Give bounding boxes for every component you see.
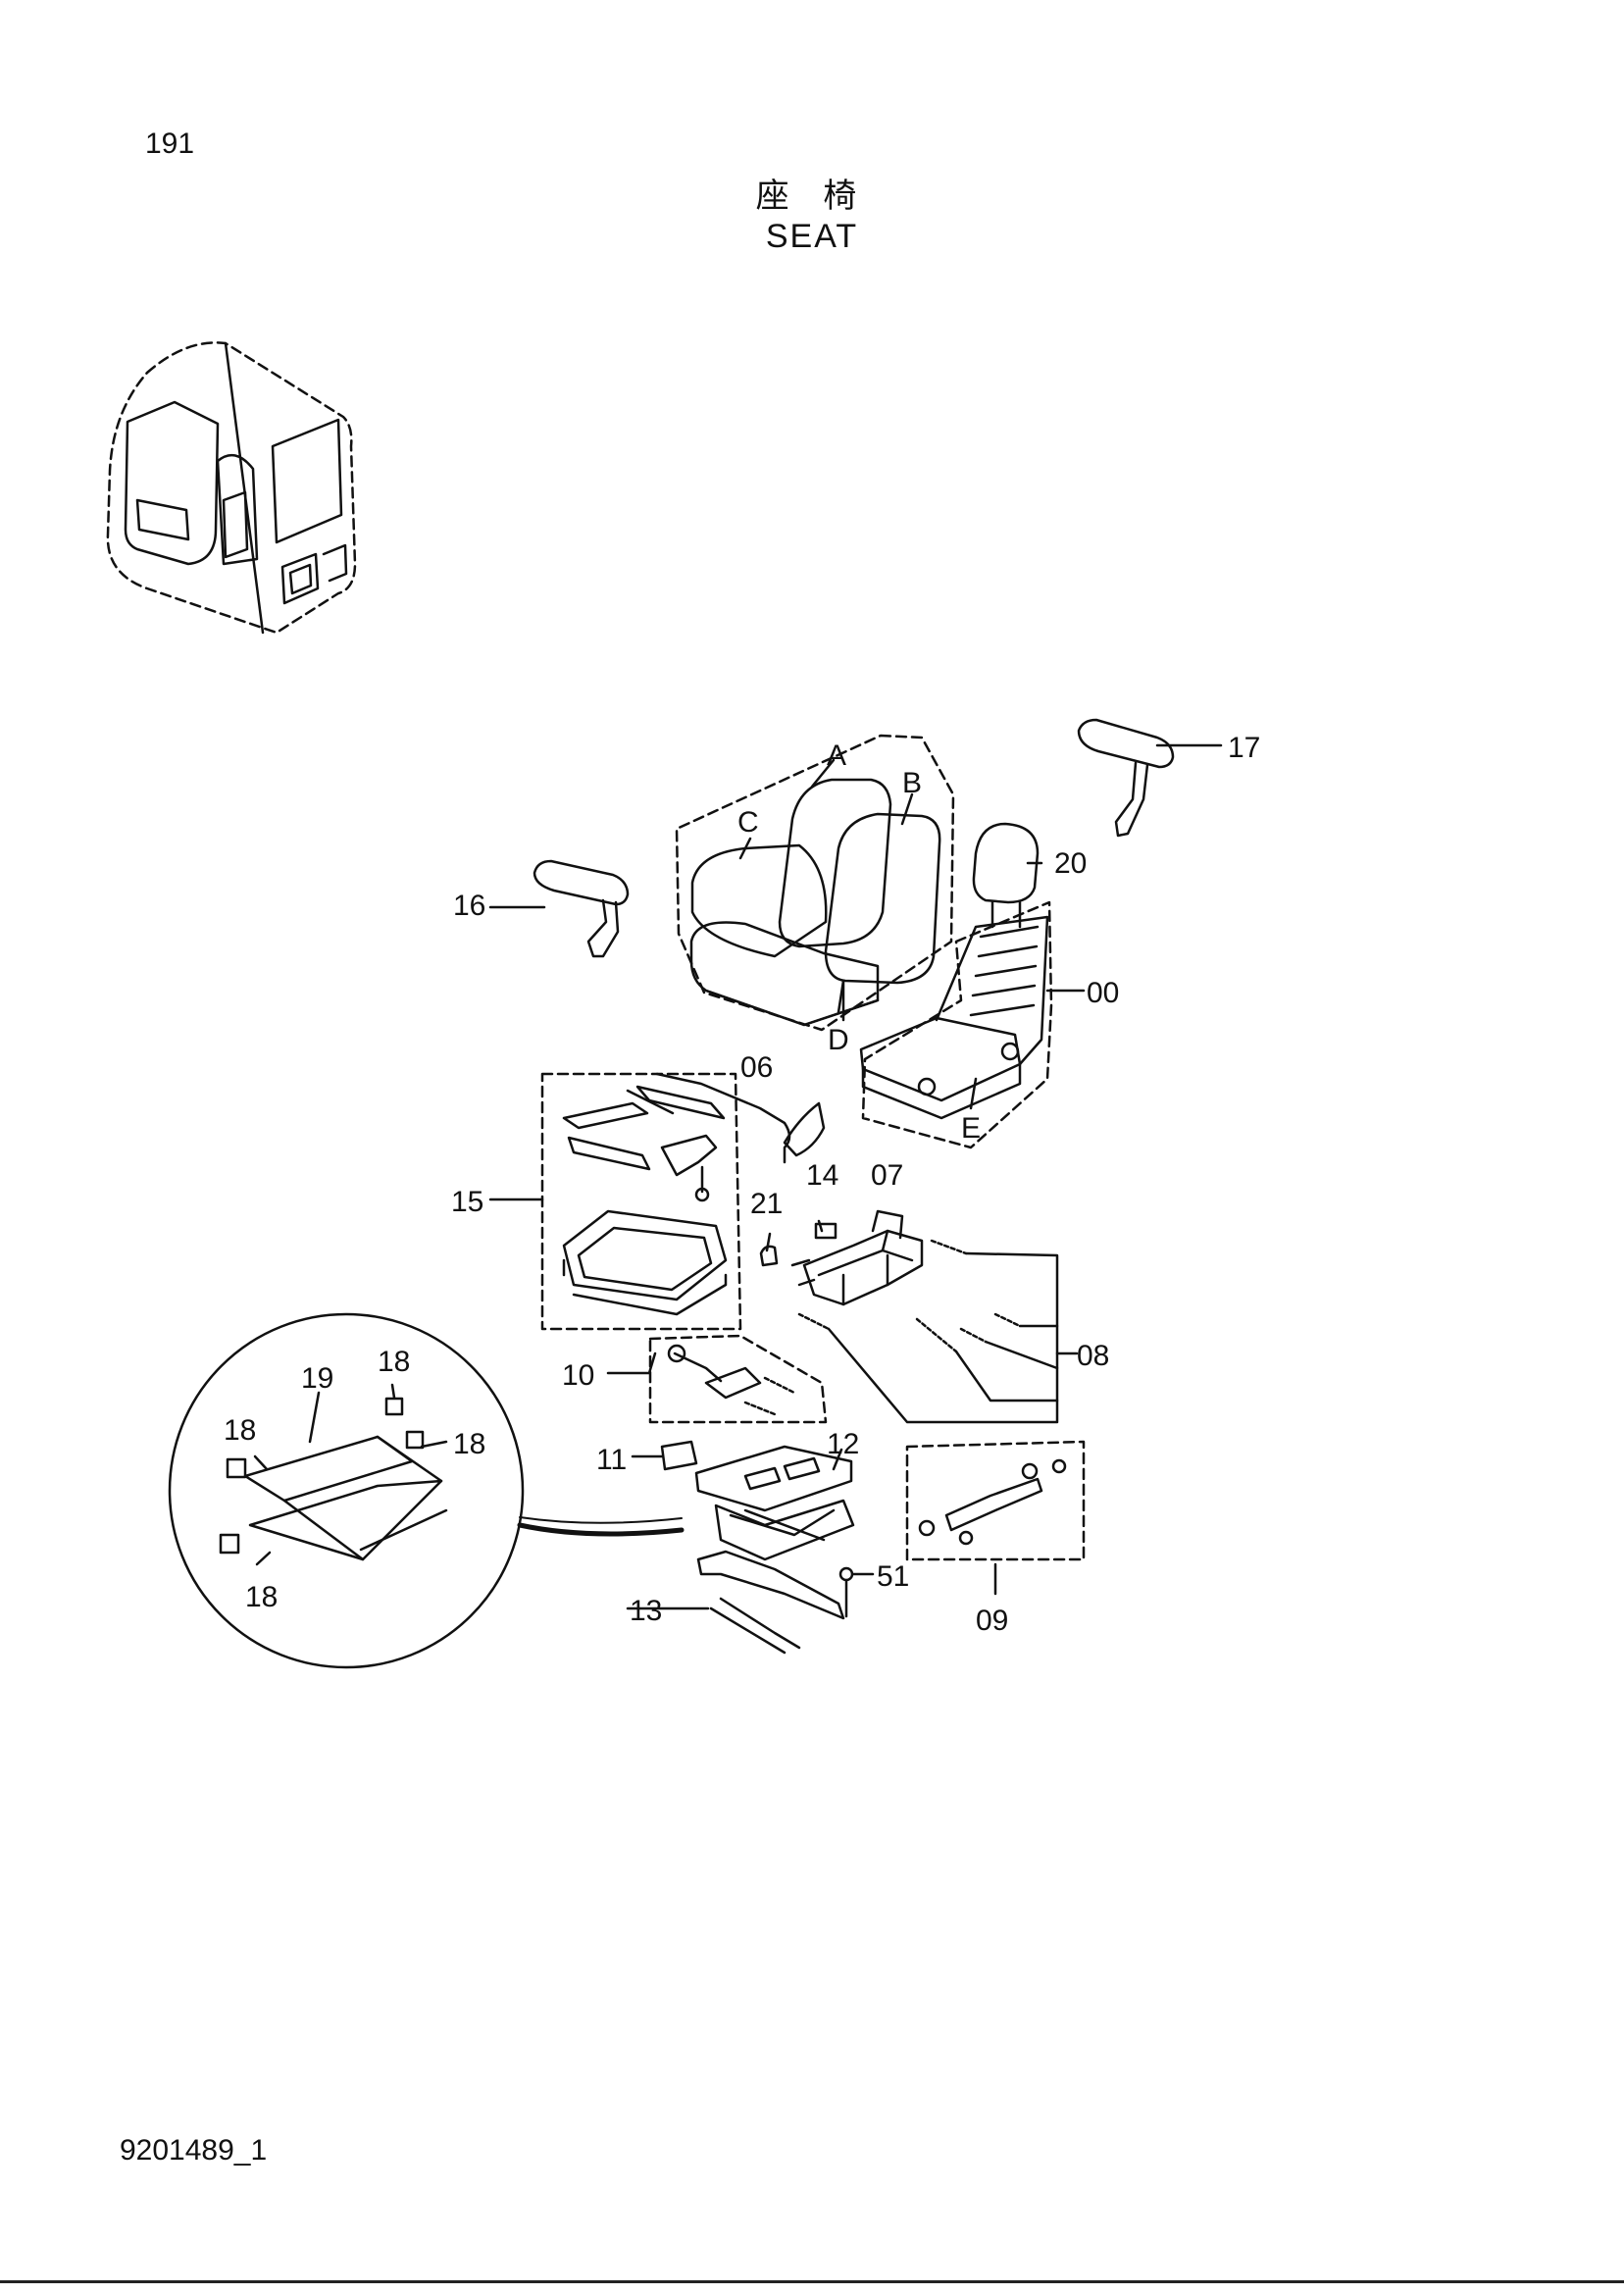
callout-c: C <box>737 806 759 839</box>
mechanism-07 <box>759 1209 924 1306</box>
callout-08: 08 <box>1077 1340 1109 1372</box>
title-english: SEAT <box>765 218 859 255</box>
callout-17: 17 <box>1228 732 1260 764</box>
callout-a: A <box>827 740 846 772</box>
callout-14: 14 <box>806 1159 838 1192</box>
callout-00: 00 <box>1087 977 1119 1009</box>
callout-18c: 18 <box>453 1428 485 1460</box>
callout-13: 13 <box>630 1595 662 1627</box>
callout-21: 21 <box>750 1188 783 1220</box>
callout-07: 07 <box>871 1159 903 1192</box>
page-number: 191 <box>145 128 195 160</box>
seat-cushion-group <box>675 734 955 1032</box>
armrest-16 <box>533 859 630 958</box>
callout-20: 20 <box>1054 847 1087 880</box>
bolt-51 <box>838 1566 854 1618</box>
callout-51: 51 <box>877 1560 909 1593</box>
callout-16: 16 <box>453 890 485 922</box>
callout-15: 15 <box>451 1186 483 1218</box>
slide-rail-group-15 <box>540 1072 742 1331</box>
callout-e: E <box>961 1112 981 1145</box>
callout-12: 12 <box>827 1428 859 1460</box>
callout-18a: 18 <box>378 1346 410 1378</box>
callout-09: 09 <box>976 1605 1008 1637</box>
callout-10: 10 <box>562 1359 594 1392</box>
springs-08 <box>797 1239 1059 1424</box>
title-japanese: 座 椅 <box>755 177 869 216</box>
callout-11: 11 <box>596 1444 627 1476</box>
leader-lines <box>253 743 1223 1610</box>
bottom-rule <box>0 2280 1624 2283</box>
armrest-17 <box>1077 718 1175 838</box>
cab-thumbnail <box>106 341 357 635</box>
callout-06: 06 <box>740 1051 773 1084</box>
seat-frame-group <box>859 822 1053 1149</box>
callout-d: D <box>828 1024 849 1056</box>
detail-circle <box>168 1312 685 1669</box>
callout-18b: 18 <box>224 1414 256 1447</box>
callout-18d: 18 <box>245 1581 278 1613</box>
document-code: 9201489_1 <box>120 2134 268 2167</box>
callout-b: B <box>902 767 922 799</box>
callout-19: 19 <box>301 1362 333 1395</box>
lever-group-10 <box>648 1334 828 1424</box>
suspension-12 <box>660 1440 855 1561</box>
cable-06 <box>655 1072 826 1164</box>
damper-group-09 <box>905 1440 1086 1561</box>
part-13 <box>696 1550 845 1655</box>
